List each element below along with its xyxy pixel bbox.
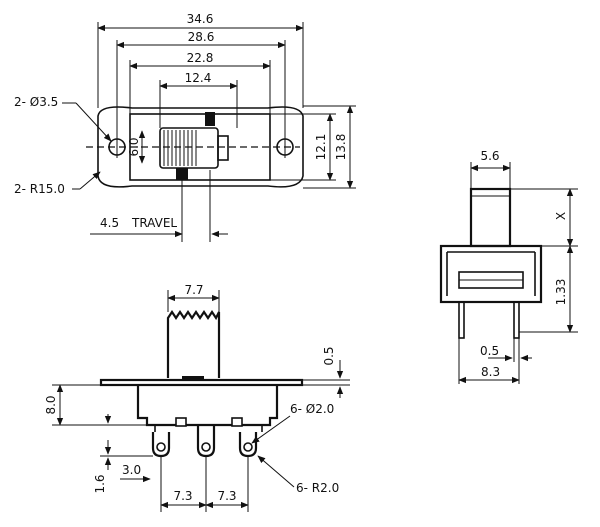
side-pin-right [513,301,520,339]
dim-front-pin-pitch-2: 7.3 [217,489,236,503]
top-view: 6.0 34.6 28.6 22.8 12.4 12.1 13.8 2- Ø3.… [14,12,356,242]
front-pins [151,425,258,458]
dim-front-pin-pitch-1: 7.3 [173,489,192,503]
side-view: 5.6 X 1.33 0.5 8.3 [439,149,578,384]
side-body [439,244,543,304]
dim-side-actuator-height: X [554,212,568,220]
label-travel: TRAVEL [131,216,177,230]
front-view: 7.7 0.5 8.0 6- Ø2.0 6- R2.0 1.6 3.0 [44,283,350,512]
dim-body-height: 12.1 [314,134,328,161]
dim-housing-length: 22.8 [187,51,214,65]
label-pin-radius: 6- R2.0 [296,481,339,495]
front-body [136,385,279,427]
mounting-plate [97,106,304,188]
dim-front-body-height: 8.0 [44,395,58,414]
dim-slot-length: 12.4 [185,71,212,85]
slider-actuator [159,112,229,180]
dim-front-actuator-width: 7.7 [184,283,203,297]
label-travel-value: 4.5 [100,216,119,230]
dim-front-pin-offset: 3.0 [122,463,141,477]
label-radius: 2- R15.0 [14,182,65,196]
front-plate [99,378,304,387]
dim-actuator-height: 6.0 [127,137,141,156]
dim-front-plate-thickness: 0.5 [322,346,336,365]
dim-hole-spacing: 28.6 [188,30,215,44]
dim-side-body-width: 8.3 [481,365,500,379]
dim-overall-length: 34.6 [187,12,214,26]
label-hole: 2- Ø3.5 [14,95,58,109]
dim-side-pin-thickness: 0.5 [480,344,499,358]
label-pin-holes: 6- Ø2.0 [290,402,334,416]
dim-front-pin-length: 1.6 [93,474,107,493]
dim-side-actuator-width: 5.6 [480,149,499,163]
dim-side-body-height: 1.33 [554,279,568,306]
front-actuator [166,310,221,378]
dim-plate-height: 13.8 [334,134,348,161]
side-pin-left [458,301,465,339]
side-actuator [469,187,512,248]
